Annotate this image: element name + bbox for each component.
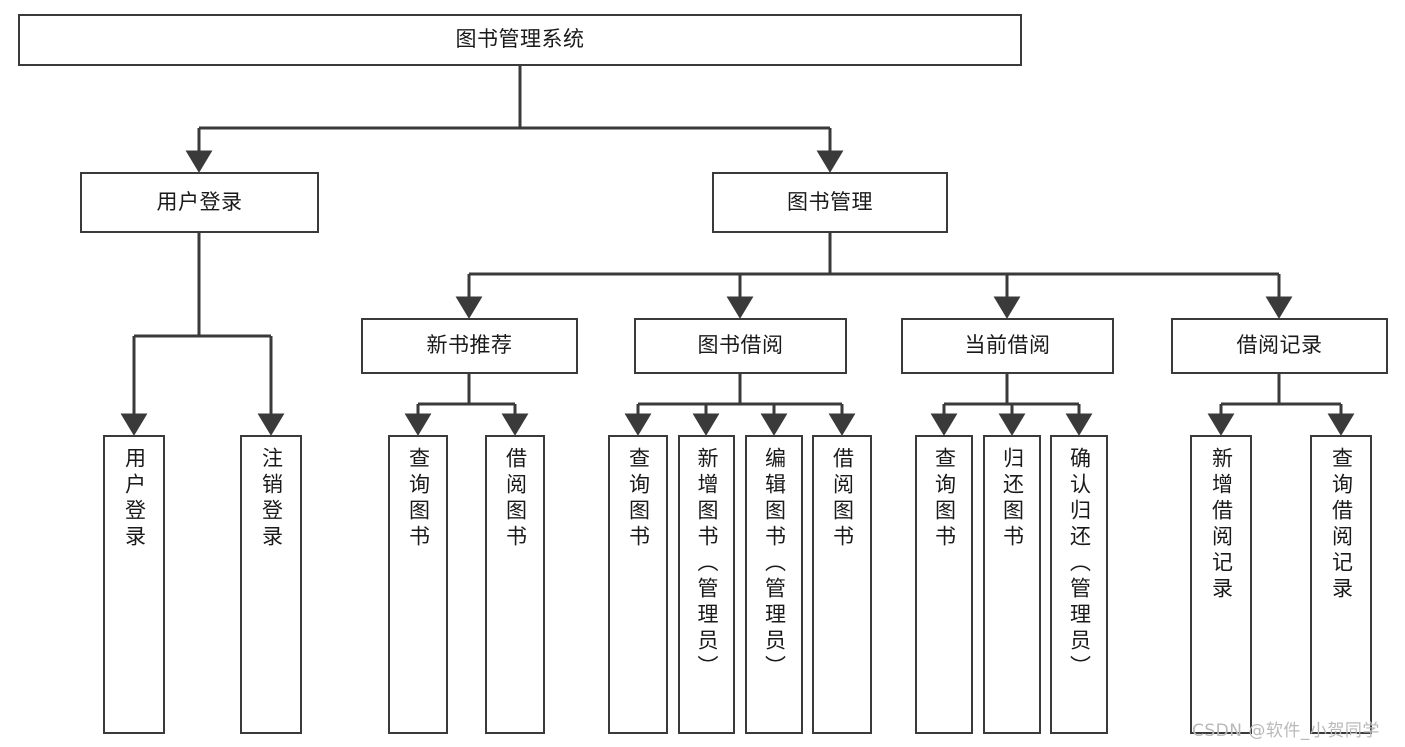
connector-borrowrecord-to-leaves <box>1207 374 1355 436</box>
node-label: 查询借阅记录 <box>1329 447 1354 603</box>
node-leaf-query-book-borrow[interactable]: 查询图书 <box>608 435 668 734</box>
node-leaf-query-book-current[interactable]: 查询图书 <box>915 435 973 734</box>
node-label: 新增图书（管理员） <box>695 447 719 681</box>
node-leaf-borrow-book-newbook[interactable]: 借阅图书 <box>485 435 545 734</box>
node-tier3-borrow-record[interactable]: 借阅记录 <box>1171 318 1388 374</box>
node-leaf-logout[interactable]: 注销登录 <box>240 435 302 734</box>
node-label: 借阅图书 <box>503 447 528 551</box>
node-label: 借阅记录 <box>1236 333 1323 358</box>
node-label: 查询图书 <box>406 447 431 551</box>
node-label: 新增借阅记录 <box>1209 447 1234 603</box>
node-tier2-book-management[interactable]: 图书管理 <box>712 172 948 233</box>
node-leaf-query-borrow-record[interactable]: 查询借阅记录 <box>1310 435 1372 734</box>
node-label: 归还图书 <box>1000 447 1025 551</box>
node-tier3-book-borrow[interactable]: 图书借阅 <box>634 318 847 374</box>
node-label: 用户登录 <box>122 447 147 551</box>
node-label: 新书推荐 <box>426 333 513 358</box>
connector-newbook-to-leaves <box>404 374 529 436</box>
node-label: 图书管理系统 <box>455 27 585 52</box>
node-leaf-edit-book-admin[interactable]: 编辑图书（管理员） <box>745 435 803 734</box>
node-label: 当前借阅 <box>964 333 1051 358</box>
node-label: 用户登录 <box>156 189 243 214</box>
connector-tier2-bookmgmt-to-tier3 <box>455 233 1293 319</box>
node-label: 编辑图书（管理员） <box>762 447 787 681</box>
connector-userlogin-to-leaves <box>120 233 285 436</box>
node-label: 图书借阅 <box>697 333 784 358</box>
csdn-watermark: CSDN @软件_小贺同学 <box>1192 721 1380 741</box>
node-leaf-user-login[interactable]: 用户登录 <box>103 435 165 734</box>
node-leaf-query-book-newbook[interactable]: 查询图书 <box>388 435 448 734</box>
node-label: 图书管理 <box>787 189 873 214</box>
node-leaf-confirm-return-admin[interactable]: 确认归还（管理员） <box>1050 435 1108 734</box>
node-label: 查询图书 <box>932 447 957 551</box>
connector-root-to-tier2 <box>185 66 844 173</box>
node-leaf-add-borrow-record[interactable]: 新增借阅记录 <box>1190 435 1252 734</box>
node-label: 借阅图书 <box>830 447 855 551</box>
node-tier2-user-login[interactable]: 用户登录 <box>80 172 319 233</box>
node-label: 注销登录 <box>259 447 284 551</box>
node-label: 确认归还（管理员） <box>1067 447 1092 681</box>
connector-bookborrow-to-leaves <box>624 374 856 436</box>
node-root-system[interactable]: 图书管理系统 <box>18 14 1022 66</box>
connector-currentborrow-to-leaves <box>930 374 1093 436</box>
node-leaf-borrow-book[interactable]: 借阅图书 <box>812 435 872 734</box>
node-label: 查询图书 <box>626 447 651 551</box>
node-leaf-add-book-admin[interactable]: 新增图书（管理员） <box>678 435 735 734</box>
node-tier3-current-borrow[interactable]: 当前借阅 <box>901 318 1114 374</box>
node-tier3-new-book-recommend[interactable]: 新书推荐 <box>361 318 578 374</box>
node-leaf-return-book[interactable]: 归还图书 <box>983 435 1041 734</box>
